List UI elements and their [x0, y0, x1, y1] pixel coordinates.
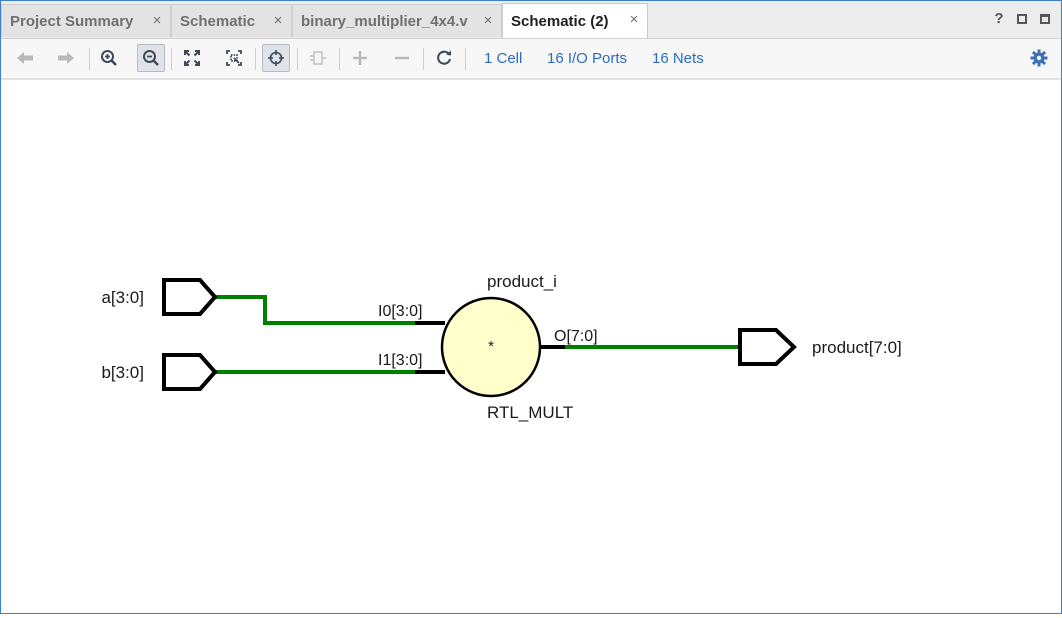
help-icon[interactable]: ? — [994, 10, 1004, 27]
tab-project-summary[interactable]: Project Summary × — [1, 4, 171, 37]
cell-type-label: RTL_MULT — [487, 403, 573, 422]
io-ports-link[interactable]: 16 I/O Ports — [547, 50, 628, 67]
refresh-icon — [437, 50, 451, 65]
pin-label-o: O[7:0] — [554, 328, 598, 345]
select-mode-button[interactable] — [262, 44, 290, 72]
zoom-selection-icon — [226, 50, 242, 66]
cells-link[interactable]: 1 Cell — [484, 50, 523, 67]
restore-window-icon[interactable] — [1017, 14, 1027, 24]
tab-label: Project Summary — [10, 13, 134, 30]
toolbar-separator — [171, 48, 172, 70]
back-icon — [17, 52, 33, 64]
tab-schematic-2[interactable]: Schematic (2) × — [502, 3, 648, 38]
zoom-out-icon — [143, 50, 159, 66]
toolbar-separator — [255, 48, 256, 70]
port-label-a: a[3:0] — [101, 288, 144, 307]
cell-instance-name: product_i — [487, 272, 557, 291]
add-icon — [353, 51, 367, 65]
zoom-in-icon — [101, 50, 117, 66]
tab-label: binary_multiplier_4x4.v — [301, 13, 468, 30]
pin-label-i0: I0[3:0] — [378, 303, 422, 320]
collapse-cell-icon — [310, 51, 326, 65]
port-label-b: b[3:0] — [101, 363, 144, 382]
zoom-fit-button[interactable] — [178, 44, 206, 72]
pin-label-i1: I1[3:0] — [378, 352, 422, 369]
schematic-canvas[interactable]: a[3:0] b[3:0] * product_i RTL_MULT I0[3:… — [1, 81, 1061, 613]
forward-icon — [58, 52, 74, 64]
refresh-button[interactable] — [430, 44, 458, 72]
close-icon[interactable]: × — [483, 12, 493, 29]
cell-symbol: * — [488, 338, 494, 355]
toolbar: 1 Cell 16 I/O Ports 16 Nets — [1, 39, 1061, 80]
remove-button[interactable] — [388, 44, 416, 72]
select-mode-icon — [268, 50, 284, 66]
toolbar-separator — [423, 48, 424, 70]
toolbar-separator — [339, 48, 340, 70]
settings-button[interactable] — [1025, 44, 1053, 72]
collapse-cell-button[interactable] — [304, 44, 332, 72]
input-port-a[interactable] — [162, 278, 218, 316]
tab-binary-multiplier-source[interactable]: binary_multiplier_4x4.v × — [292, 4, 502, 37]
add-button[interactable] — [346, 44, 374, 72]
tab-label: Schematic (2) — [511, 13, 609, 30]
schematic-diagram[interactable]: a[3:0] b[3:0] * product_i RTL_MULT I0[3:… — [1, 81, 1061, 613]
toolbar-separator — [465, 48, 466, 70]
back-button[interactable] — [11, 44, 39, 72]
net-a[interactable] — [215, 295, 415, 325]
toolbar-separator — [297, 48, 298, 70]
settings-icon — [1030, 49, 1048, 67]
tab-label: Schematic — [180, 13, 256, 30]
remove-icon — [395, 56, 409, 60]
zoom-in-button[interactable] — [95, 44, 123, 72]
tab-bar: Project Summary × Schematic × binary_mul… — [1, 1, 1061, 39]
port-label-product: product[7:0] — [812, 338, 902, 357]
forward-button[interactable] — [52, 44, 80, 72]
nets-link[interactable]: 16 Nets — [652, 50, 704, 67]
tab-schematic[interactable]: Schematic × — [171, 4, 292, 37]
input-port-b[interactable] — [162, 353, 218, 391]
zoom-selection-button[interactable] — [220, 44, 248, 72]
toolbar-separator — [89, 48, 90, 70]
close-icon[interactable]: × — [629, 11, 639, 28]
close-icon[interactable]: × — [273, 12, 283, 29]
maximize-window-icon[interactable] — [1040, 14, 1050, 24]
zoom-out-button[interactable] — [137, 44, 165, 72]
output-port-product[interactable] — [738, 328, 797, 366]
rtl-mult-cell[interactable] — [440, 296, 542, 398]
close-icon[interactable]: × — [152, 12, 162, 29]
zoom-fit-icon — [184, 50, 200, 66]
